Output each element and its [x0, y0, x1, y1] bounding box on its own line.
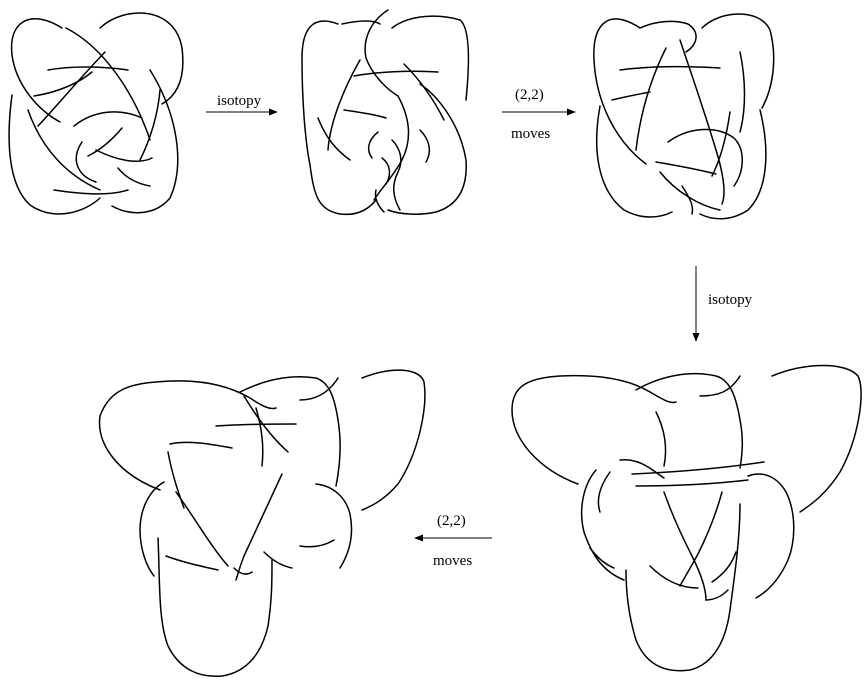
- moves-label-4-line-1: (2,2): [437, 514, 466, 529]
- arrow-moves-4: [414, 535, 492, 542]
- isotopy-label-3: isotopy: [708, 293, 752, 308]
- knot-diagram-4: [512, 366, 861, 671]
- knot-diagram-3: [594, 14, 774, 219]
- moves-label-4-line-2: moves: [433, 554, 472, 569]
- arrow-moves-2: [502, 109, 576, 116]
- knot-diagram-2: [302, 10, 468, 214]
- knot-diagram-1: [9, 13, 183, 214]
- knot-diagram-5: [100, 370, 425, 676]
- moves-label-2-line-1: (2,2): [515, 88, 544, 103]
- isotopy-label-1: isotopy: [217, 94, 261, 109]
- arrow-isotopy-3: [693, 266, 700, 342]
- moves-label-2-line-2: moves: [511, 127, 550, 142]
- arrow-isotopy-1: [206, 109, 278, 116]
